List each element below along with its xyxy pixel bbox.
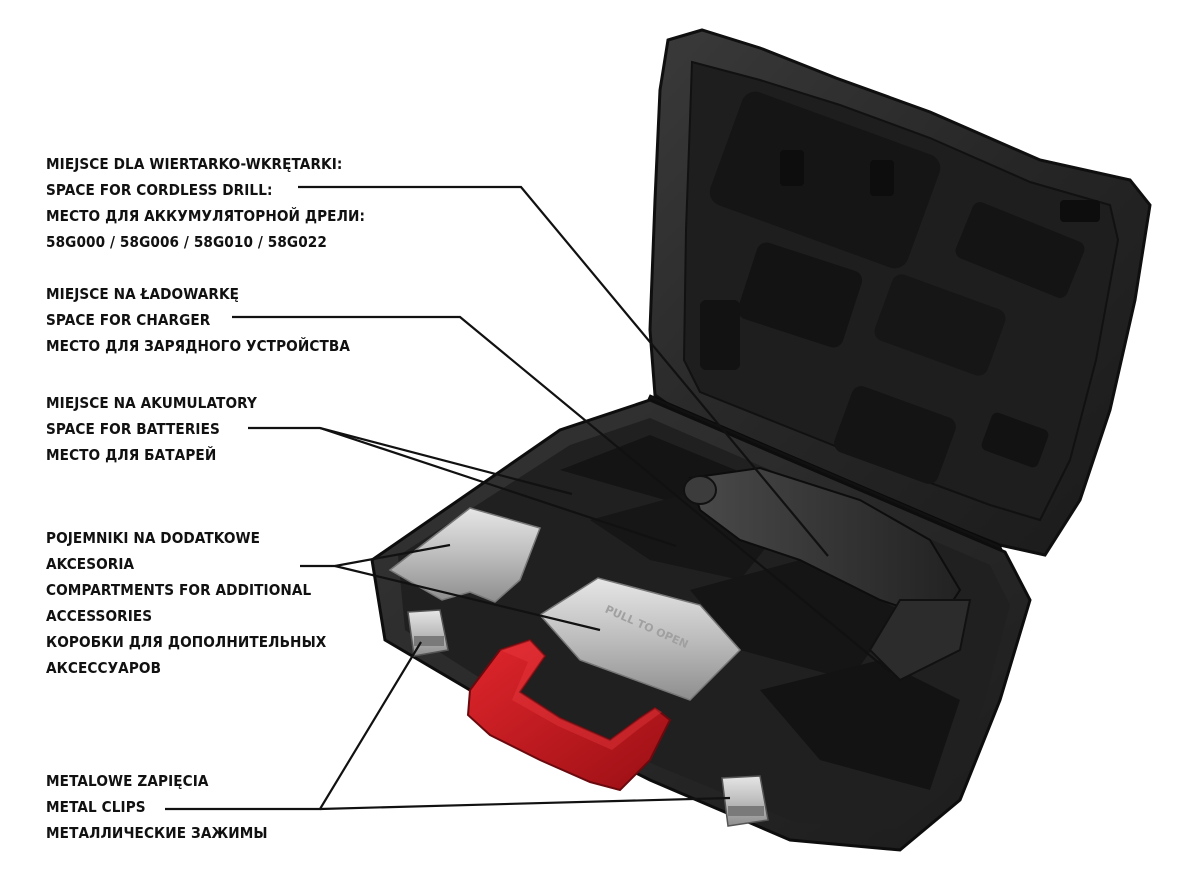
label-drill-ru: МЕСТО ДЛЯ АККУМУЛЯТОРНОЙ ДРЕЛИ:	[46, 207, 366, 225]
leader-battery-2	[319, 426, 677, 548]
label-acc-ru-1: КОРОБКИ ДЛЯ ДОПОЛНИТЕЛЬНЫХ	[46, 633, 327, 651]
label-drill-space: MIEJSCE DLA WIERTARKO-WKRĘTARKI: SPACE F…	[46, 151, 409, 255]
case-lid	[648, 28, 1152, 557]
label-clips-en: METAL CLIPS	[46, 798, 146, 816]
label-battery-en: SPACE FOR BATTERIES	[46, 420, 220, 438]
label-acc-en-1: COMPARTMENTS FOR ADDITIONAL	[46, 581, 312, 599]
label-battery-pl: MIEJSCE NA AKUMULATORY	[46, 394, 257, 412]
leader-lines	[165, 185, 891, 811]
accessory-box-main: PULL TO OPEN	[538, 577, 742, 701]
label-drill-en: SPACE FOR CORDLESS DRILL:	[46, 181, 273, 199]
leader-charger	[232, 315, 891, 673]
label-charger-pl: MIEJSCE NA ŁADOWARKĘ	[46, 285, 240, 303]
metal-clip-left	[407, 609, 449, 657]
label-acc-ru-2: АКСЕССУАРОВ	[46, 659, 162, 677]
label-battery-space: MIEJSCE NA AKUMULATORY SPACE FOR BATTERI…	[46, 390, 286, 468]
label-clips-pl: METALOWE ZAPIĘCIA	[46, 772, 209, 790]
accessory-box-left	[388, 507, 541, 603]
label-acc-pl-1: POJEMNIKI NA DODATKOWE	[46, 529, 261, 547]
label-charger-ru: МЕСТО ДЛЯ ЗАРЯДНОГО УСТРОЙСТВА	[46, 337, 350, 355]
label-charger-en: SPACE FOR CHARGER	[46, 311, 211, 329]
metal-clip-right	[721, 775, 769, 827]
leader-acc-2	[334, 564, 601, 632]
carry-handle	[466, 638, 672, 792]
label-drill-models: 58G000 / 58G006 / 58G010 / 58G022	[46, 233, 327, 251]
label-acc-en-2: ACCESSORIES	[46, 607, 153, 625]
label-clips-ru: МЕТАЛЛИЧЕСКИЕ ЗАЖИМЫ	[46, 824, 268, 842]
label-battery-ru: МЕСТО ДЛЯ БАТАРЕЙ	[46, 446, 217, 464]
leader-drill	[298, 185, 829, 557]
label-acc-pl-2: AKCESORIA	[46, 555, 135, 573]
label-metal-clips: METALOWE ZAPIĘCIA METAL CLIPS МЕТАЛЛИЧЕС…	[46, 768, 298, 846]
label-charger-space: MIEJSCE NA ŁADOWARKĘ SPACE FOR CHARGER М…	[46, 281, 391, 359]
label-accessory-compartments: POJEMNIKI NA DODATKOWE AKCESORIA COMPART…	[46, 525, 365, 681]
leader-clip-2	[319, 796, 731, 811]
label-drill-pl: MIEJSCE DLA WIERTARKO-WKRĘTARKI:	[46, 155, 343, 173]
